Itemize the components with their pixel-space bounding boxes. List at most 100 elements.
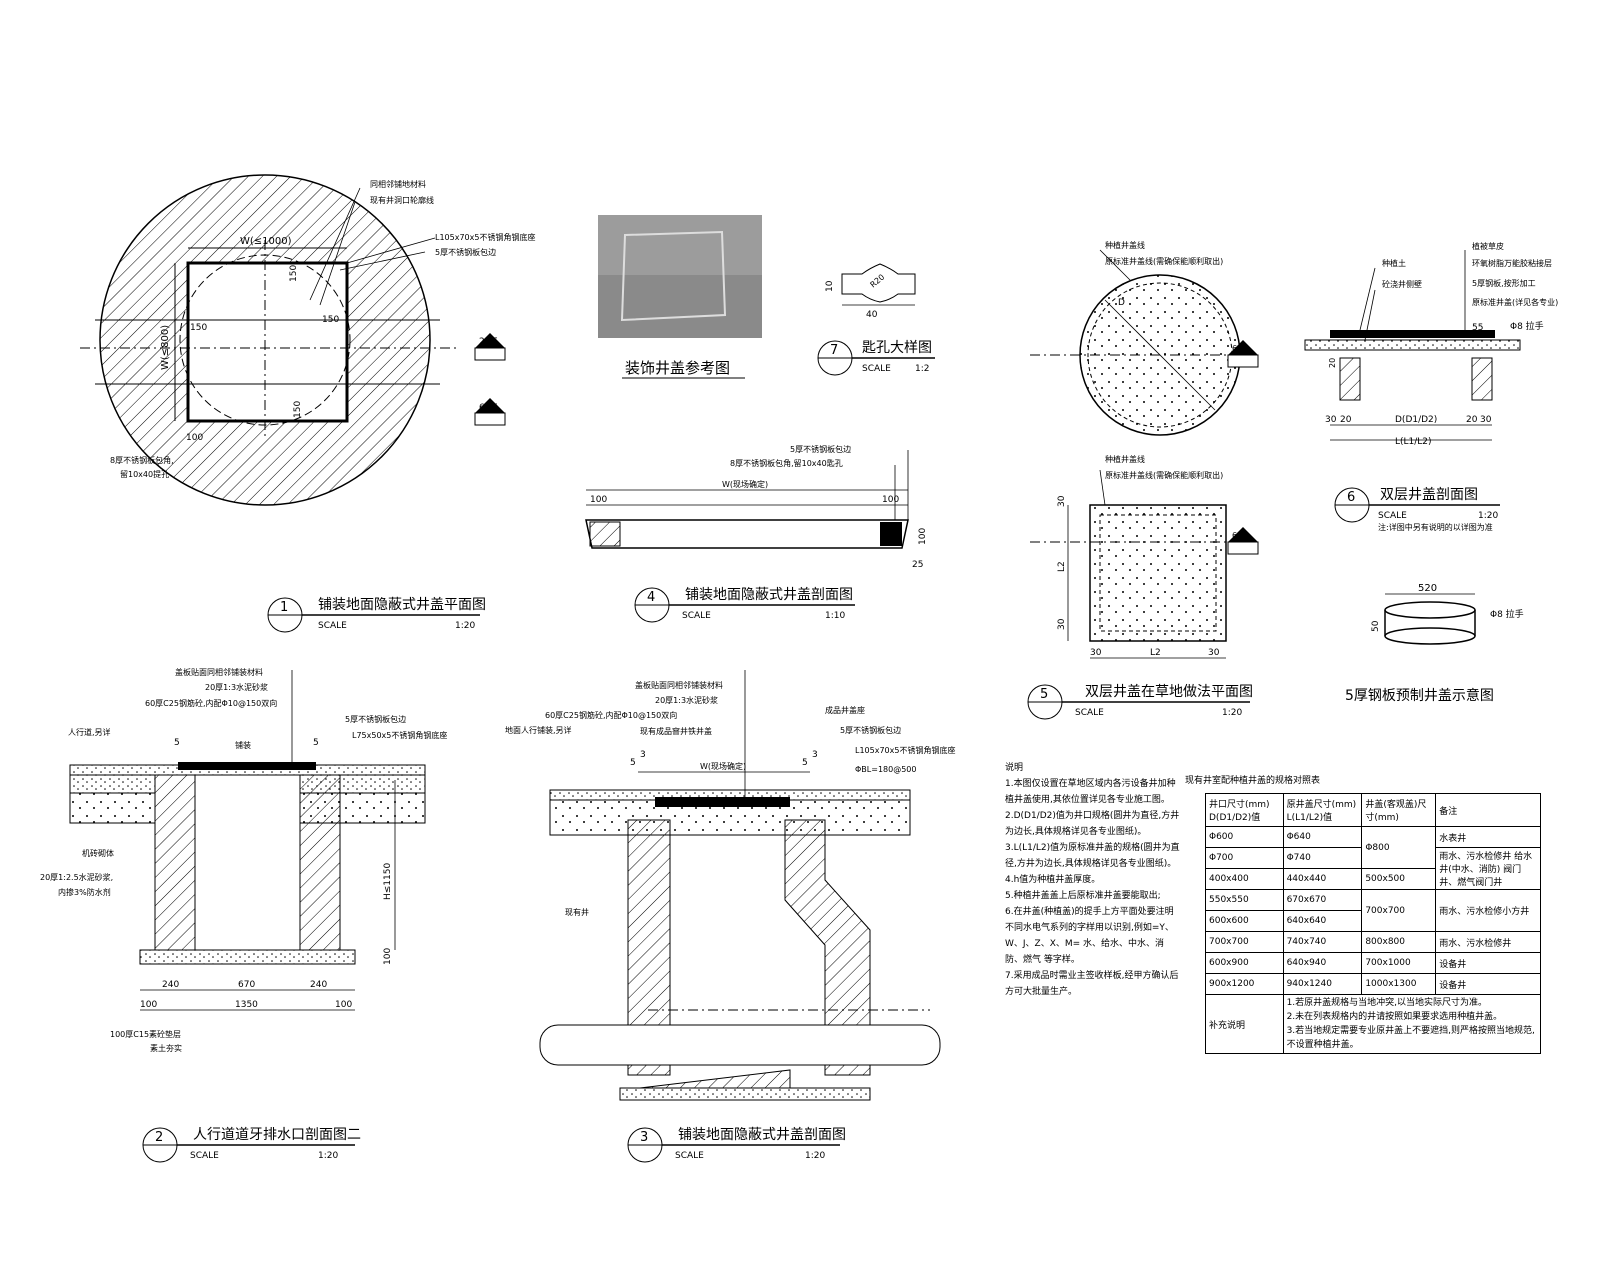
detail1-plan: W(≤1000) W(≤800) 150 150 150 150 100 同相邻… (80, 174, 535, 506)
d3-num: 3 (640, 1130, 648, 1145)
detail7: 40 10 R20 7 匙孔大样图 SCALE 1:2 (817, 263, 935, 376)
d5-dim-30d: 30 (1208, 648, 1220, 658)
table-cell: 设备井 (1435, 952, 1541, 974)
note-item: 6.在井盖(种植盖)的提手上方平面处要注明不同水电气系列的字样用以识别,例如=Y… (1005, 907, 1174, 965)
steel-title: 5厚钢板预制井盖示意图 (1345, 687, 1494, 704)
d2-scale-label: SCALE (190, 1151, 219, 1161)
table-row: Φ700 Φ740 雨水、污水检修井 给水井(中水、消防) 阀门井、燃气阀门井 (1205, 847, 1541, 890)
table-cell: 900x1200 (1205, 973, 1284, 995)
table-row: 550x550 670x670 700x700 雨水、污水检修小方井 (1205, 889, 1541, 932)
d1-label-5: 留10x40提孔 (120, 469, 169, 479)
detail4-section: W(现场确定) 100 100 100 25 5厚不锈钢板包边 8厚不锈钢板包角… (585, 444, 928, 623)
d5-dim-l2b: L2 (1150, 648, 1161, 658)
d6-label-5: 原标准井盖(详见各专业) (1472, 297, 1558, 307)
d5-ref-0: 6 LT (1232, 344, 1248, 353)
d6-dim-d: D(D1/D2) (1395, 415, 1437, 425)
table-cell: 1.若原井盖规格与当地冲突,以当地实际尺寸为准。 2.未在列表规格内的井请按照如… (1282, 994, 1542, 1054)
d2-label-11: 素土夯实 (150, 1043, 182, 1053)
d1-num: 1 (280, 600, 288, 615)
d1-label-3: 5厚不锈钢板包边 (435, 247, 496, 257)
d3-scale-label: SCALE (675, 1151, 704, 1161)
table-row: 600x600 640x640 (1205, 910, 1541, 932)
table-cell: 补充说明 (1205, 994, 1284, 1054)
d3-label-10: 现有井 (565, 907, 589, 917)
table-row: Φ600 Φ640 Φ800 水表井 (1205, 826, 1541, 869)
d2-dim-100a: 100 (140, 1000, 157, 1010)
table-row: 补充说明 1.若原井盖规格与当地冲突,以当地实际尺寸为准。 2.未在列表规格内的… (1205, 994, 1542, 1054)
d2-label-8: 20厚1:2.5水泥砂浆, (40, 872, 113, 882)
d4-dim-1: 100 (882, 495, 899, 505)
detail3-section: W(现场确定) 盖板贴面同相邻铺装材料 20厚1:3水泥砂浆 60厚C25钢筋砼… (505, 670, 955, 1163)
d3-label-2: 60厚C25钢筋砼,内配Φ10@150双向 (545, 710, 677, 720)
d1-dim-a: 150 (289, 265, 299, 282)
d3-label-3: 现有成品窨井铁井盖 (640, 726, 712, 736)
d6-label-2: 植被草皮 (1472, 241, 1504, 251)
d2-label-3: 5厚不锈钢板包边 (345, 714, 406, 724)
table-row: 400x400 440x440 500x500 (1205, 868, 1541, 890)
table-header: 井盖(客观盖)尺寸(mm) (1361, 793, 1437, 827)
spec-table-title: 现有井室配种植井盖的规格对照表 (1185, 776, 1321, 786)
notes: 说明 1.本图仅设置在草地区域内各污设备井加种植井盖使用,其依位置详见各专业施工… (1005, 760, 1180, 1000)
d6-title: 双层井盖剖面图 (1380, 487, 1478, 503)
section-arrow-icon (475, 398, 505, 413)
table-header-row: 井口尺寸(mm) D(D1/D2)值 原井盖尺寸(mm) L(L1/L2)值 井… (1205, 793, 1541, 827)
steel-cover: 520 50 Φ8 拉手 5厚钢板预制井盖示意图 (1345, 583, 1524, 704)
d2-title: 人行道道牙排水口剖面图二 (193, 1127, 361, 1143)
d4-scale: 1:10 (825, 611, 845, 621)
table-cell: 740x740 (1282, 931, 1363, 953)
d1-label-0: 同相邻铺地材料 (370, 179, 426, 189)
d3-label-7: ΦBL=180@500 (855, 765, 916, 774)
d2-label-7: 机砖砌体 (82, 848, 114, 858)
d1-label-1: 现有井洞口轮廓线 (370, 195, 434, 205)
d2-label-5: 人行道,另详 (68, 727, 111, 737)
d2-label-6: 铺装 (235, 740, 251, 750)
steel-dim-0: 520 (1418, 583, 1437, 594)
d3-label-8: 地面人行铺装,另详 (505, 725, 572, 735)
d6-scale: 1:20 (1478, 511, 1498, 521)
d4-scale-label: SCALE (682, 611, 711, 621)
d1-ref-1: 6 LT (479, 403, 497, 413)
table-cell: 水表井 (1435, 826, 1541, 848)
d4-title: 铺装地面隐蔽式井盖剖面图 (685, 587, 853, 603)
d5-label-1: 原标准井盖线(需确保能顺利取出) (1105, 256, 1223, 266)
detail2-section: H≤1150 100 240 670 240 100 1350 100 5 5 … (40, 667, 447, 1163)
d5-scale-label: SCALE (1075, 708, 1104, 718)
d2-label-9: 内掺3%防水剂 (58, 887, 111, 897)
table-cell: 400x400 (1205, 868, 1284, 890)
d2-dim-670: 670 (238, 980, 255, 990)
d2-dim-100b: 100 (335, 1000, 352, 1010)
d6-label-4: 5厚钢板,按形加工 (1472, 278, 1536, 288)
d4-dim-3: 25 (912, 560, 923, 570)
d2-num: 2 (155, 1130, 163, 1145)
d2-dim-100: 100 (383, 948, 393, 965)
d6-note: 注:详图中另有说明的以详图为准 (1378, 522, 1493, 532)
d3-dim-2: 5 (802, 758, 808, 768)
d2-dim-240a: 240 (162, 980, 179, 990)
d5-title: 双层井盖在草地做法平面图 (1085, 684, 1253, 700)
d1-title: 铺装地面隐蔽式井盖平面图 (318, 597, 486, 613)
d4-num: 4 (647, 590, 655, 605)
d5-dim-30c: 30 (1090, 648, 1102, 658)
d5-label-3: 原标准井盖线(需确保能顺利取出) (1105, 470, 1223, 480)
supp-note: 1.若原井盖规格与当地冲突,以当地实际尺寸为准。 (1286, 998, 1488, 1008)
note-item: 4.h值为种植井盖厚度。 (1005, 875, 1101, 885)
table-header: 原井盖尺寸(mm) L(L1/L2)值 (1282, 793, 1363, 827)
d7-dim-10: 10 (825, 280, 835, 292)
table-cell: 640x940 (1282, 952, 1363, 974)
d2-scale: 1:20 (318, 1151, 338, 1161)
d3-label-5: 5厚不锈钢板包边 (840, 725, 901, 735)
d5-dim-l2a: L2 (1057, 561, 1067, 572)
d6-dim-l: L(L1/L2) (1395, 437, 1432, 447)
d3-label-0: 盖板贴面同相邻铺装材料 (635, 680, 723, 690)
d5-dim-30b: 30 (1057, 618, 1067, 630)
d6-scale-label: SCALE (1378, 511, 1407, 521)
table-cell: 940x1240 (1282, 973, 1363, 995)
table-cell: Φ800 (1361, 826, 1437, 869)
table-cell: 500x500 (1361, 868, 1437, 890)
table-cell: 600x600 (1205, 910, 1284, 932)
d6-dim-20a: 20 (1340, 415, 1352, 425)
d3-label-9: W(现场确定) (700, 761, 746, 771)
d1-label-2: L105x70x5不锈钢角钢底座 (435, 232, 535, 242)
d6-num: 6 (1347, 490, 1355, 505)
detail6-section: 30 20 D(D1/D2) 20 30 L(L1/L2) 55 20 Φ8 拉… (1304, 241, 1558, 532)
